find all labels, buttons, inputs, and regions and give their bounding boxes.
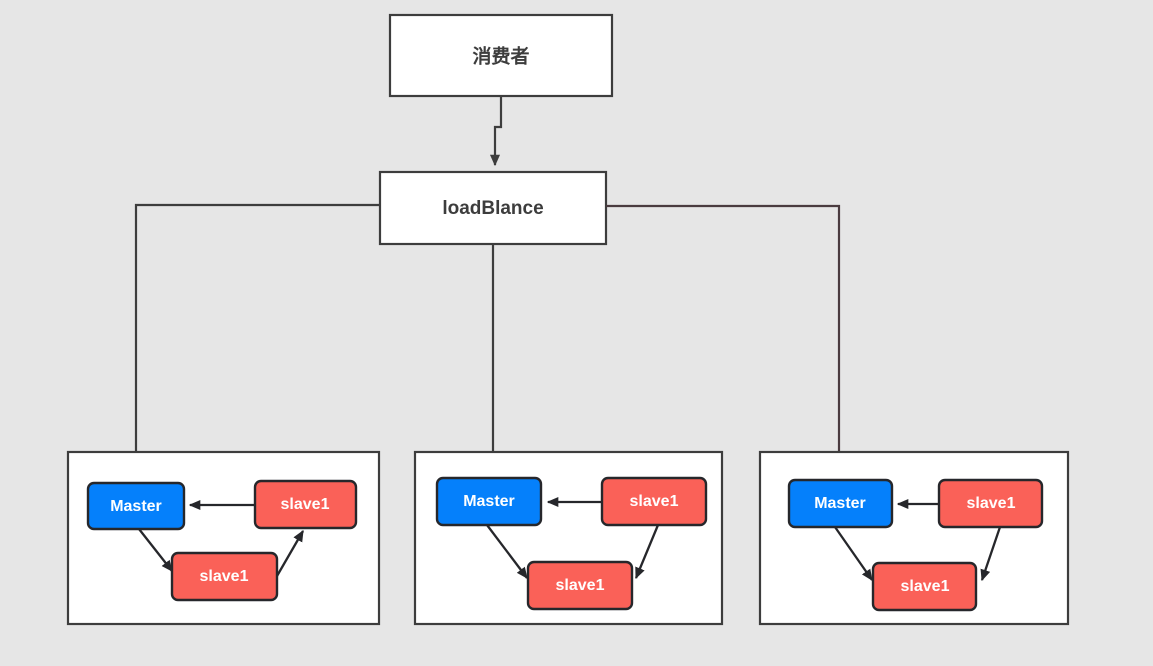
- cluster-middle-slave-right-node[interactable]: slave1: [600, 476, 708, 527]
- loadblance-node[interactable]: loadBlance: [378, 170, 608, 246]
- cluster-right-master-label: Master: [814, 495, 866, 512]
- cluster-left-edge-master-to-slavebottom: [138, 528, 173, 572]
- edge-loadblance-to-cluster-right: [606, 204, 845, 491]
- cluster-right-master-node[interactable]: Master: [787, 478, 894, 529]
- loadblance-node-box[interactable]: [378, 170, 608, 246]
- cluster-left-master-label: Master: [110, 498, 162, 515]
- cluster-left-edge-slavebottom-to-slaveright: [276, 530, 304, 577]
- cluster-left-slave-right-node[interactable]: slave1: [253, 479, 358, 530]
- cluster-right-edge-slaveright-to-slavebottom: [980, 526, 1002, 582]
- cluster-middle-slave-bottom-label: slave1: [556, 577, 605, 594]
- cluster-left-master-node[interactable]: Master: [86, 481, 186, 531]
- cluster-left-slave-bottom-node[interactable]: slave1: [170, 551, 279, 602]
- cluster-middle-slave-bottom-node[interactable]: slave1: [526, 560, 634, 611]
- consumer-node-box[interactable]: [388, 13, 614, 98]
- cluster-right-slave-bottom-node[interactable]: slave1: [871, 561, 978, 612]
- cluster-left-slave-right-label: slave1: [281, 496, 330, 513]
- consumer-node-label: 消费者: [472, 45, 529, 68]
- edge-consumer-to-loadblance: [489, 96, 503, 167]
- cluster-right-master-box[interactable]: [787, 478, 894, 529]
- cluster-left-master-box[interactable]: [86, 481, 186, 531]
- cluster-right-edge-master-to-slavebottom: [834, 526, 873, 581]
- cluster-left-slave-bottom-box[interactable]: [170, 551, 279, 602]
- cluster-left-slave-bottom-label: slave1: [200, 568, 249, 585]
- cluster-middle-master-label: Master: [463, 493, 515, 510]
- edge-loadblance-to-cluster-left: [130, 203, 380, 491]
- cluster-left[interactable]: Master slave1 slave1: [66, 450, 381, 626]
- cluster-right[interactable]: Master slave1 slave1: [758, 450, 1070, 626]
- cluster-right-slave-right-node[interactable]: slave1: [937, 478, 1044, 529]
- cluster-right-slave-bottom-box[interactable]: [871, 561, 978, 612]
- cluster-middle-master-node[interactable]: Master: [435, 476, 543, 527]
- consumer-node[interactable]: 消费者: [388, 13, 614, 98]
- cluster-middle-master-box[interactable]: [435, 476, 543, 527]
- cluster-right-slave-bottom-label: slave1: [901, 578, 950, 595]
- cluster-middle[interactable]: Master slave1 slave1: [413, 450, 724, 626]
- cluster-middle-edge-master-to-slavebottom: [486, 524, 528, 579]
- cluster-right-slave-right-label: slave1: [967, 495, 1016, 512]
- loadblance-node-label: loadBlance: [442, 198, 543, 219]
- cluster-middle-edge-slaveright-to-slavebottom: [634, 524, 660, 580]
- cluster-middle-slave-bottom-box[interactable]: [526, 560, 634, 611]
- cluster-middle-slave-right-label: slave1: [630, 493, 679, 510]
